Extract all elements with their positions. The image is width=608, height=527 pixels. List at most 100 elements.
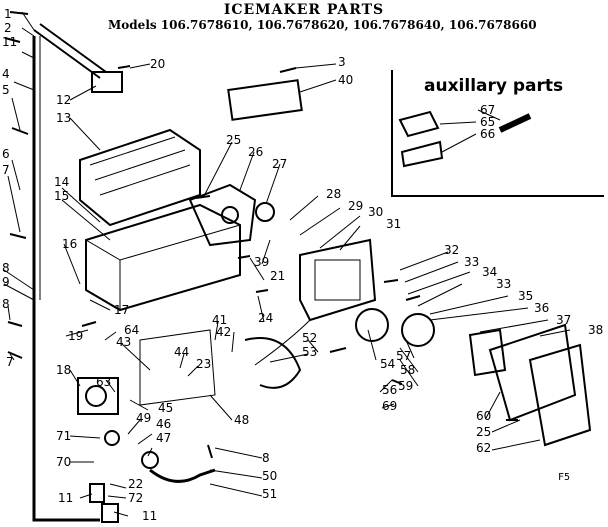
part-label: 39 xyxy=(254,255,270,269)
part-label: 66 xyxy=(480,127,496,141)
part-label: 20 xyxy=(150,57,166,71)
part-label: 65 xyxy=(480,115,496,129)
part-label: 71 xyxy=(56,429,72,443)
terminal-block-40 xyxy=(227,79,303,121)
part-label: 2 xyxy=(4,21,12,35)
part-label: 11 xyxy=(2,35,18,49)
part-label: 32 xyxy=(444,243,460,257)
page-title: ICEMAKER PARTS xyxy=(223,2,385,18)
aux-parts-title: auxillary parts xyxy=(424,76,564,96)
part-label: 28 xyxy=(326,187,342,201)
aux-part-66 xyxy=(400,140,444,168)
part-label: 11 xyxy=(58,491,74,505)
part-label: 24 xyxy=(258,311,274,325)
part-label: 30 xyxy=(368,205,384,219)
water-tube xyxy=(149,468,216,483)
part-label: 11 xyxy=(142,509,158,523)
control-head xyxy=(299,238,377,322)
part-label: 43 xyxy=(116,335,132,349)
gear-27 xyxy=(255,202,275,222)
part-label: 40 xyxy=(338,73,354,87)
part-label: 48 xyxy=(234,413,250,427)
part-label: 13 xyxy=(56,111,72,125)
part-label: 49 xyxy=(136,411,152,425)
part-label: 9 xyxy=(2,275,10,289)
part-label: 46 xyxy=(156,417,172,431)
aux-part-67 xyxy=(498,113,532,133)
part-label: 38 xyxy=(588,323,604,337)
part-label: 1 xyxy=(4,7,12,21)
part-label: 47 xyxy=(156,431,172,445)
motor-38 xyxy=(468,328,507,377)
part-label: 21 xyxy=(270,269,286,283)
part-label: 67 xyxy=(480,103,496,117)
part-label: 33 xyxy=(464,255,480,269)
part-label: 64 xyxy=(124,323,140,337)
part-label: 69 xyxy=(382,399,398,413)
part-label: 54 xyxy=(380,357,396,371)
part-label: 16 xyxy=(62,237,78,251)
part-label: 18 xyxy=(56,363,72,377)
part-label: 27 xyxy=(272,157,288,171)
part-label: 7 xyxy=(6,355,14,369)
part-label: 25 xyxy=(476,425,492,439)
part-label: 5 xyxy=(2,83,10,97)
part-label: 23 xyxy=(196,357,212,371)
part-label: 35 xyxy=(518,289,534,303)
part-label: 62 xyxy=(476,441,492,455)
part-label: 37 xyxy=(556,313,572,327)
part-label: 41 xyxy=(212,313,228,327)
part-label: 72 xyxy=(128,491,144,505)
part-label: 53 xyxy=(302,345,318,359)
part-label: 15 xyxy=(54,189,70,203)
part-label: 60 xyxy=(476,409,492,423)
motor-housing xyxy=(188,183,257,247)
fill-cup xyxy=(91,71,123,93)
ice-mold xyxy=(79,128,201,227)
cover-62 xyxy=(528,343,592,447)
part-label: 8 xyxy=(262,451,270,465)
aux-box-frame xyxy=(391,70,604,197)
part-label: 59 xyxy=(398,379,414,393)
part-label: 12 xyxy=(56,93,72,107)
water-valve xyxy=(77,377,119,415)
cover-60 xyxy=(488,323,577,422)
part-label: 29 xyxy=(348,199,364,213)
fill-cup-arm xyxy=(33,23,107,79)
part-label: 56 xyxy=(382,383,398,397)
part-label: 26 xyxy=(248,145,264,159)
part-label: 6 xyxy=(2,147,10,161)
wire-harness xyxy=(244,337,302,389)
part-label: 4 xyxy=(2,67,10,81)
part-label: 25 xyxy=(226,133,242,147)
part-label: 44 xyxy=(174,345,190,359)
part-label: 14 xyxy=(54,175,70,189)
timing-gear xyxy=(401,313,435,347)
part-label: 8 xyxy=(2,297,10,311)
part-label: 52 xyxy=(302,331,318,345)
part-label: 17 xyxy=(114,303,130,317)
part-label: 31 xyxy=(386,217,402,231)
part-label: 58 xyxy=(400,363,416,377)
models-line: Models 106.7678610, 106.7678620, 106.767… xyxy=(108,18,537,32)
part-label: 45 xyxy=(158,401,174,415)
part-label: 70 xyxy=(56,455,72,469)
figure-code: F5 xyxy=(558,472,571,483)
valve-bracket xyxy=(139,329,216,406)
part-label: 22 xyxy=(128,477,144,491)
mold-housing xyxy=(85,203,241,312)
part-label: 42 xyxy=(216,325,232,339)
part-label: 57 xyxy=(396,349,412,363)
part-label: 19 xyxy=(68,329,84,343)
part-label: 36 xyxy=(534,301,550,315)
part-label: 50 xyxy=(262,469,278,483)
part-label: 51 xyxy=(262,487,278,501)
part-label: 33 xyxy=(496,277,512,291)
part-label: 3 xyxy=(338,55,346,69)
part-label: 8 xyxy=(2,261,10,275)
part-label: 63 xyxy=(96,375,112,389)
part-label: 7 xyxy=(2,163,10,177)
aux-part-65 xyxy=(398,110,440,138)
part-label: 34 xyxy=(482,265,498,279)
